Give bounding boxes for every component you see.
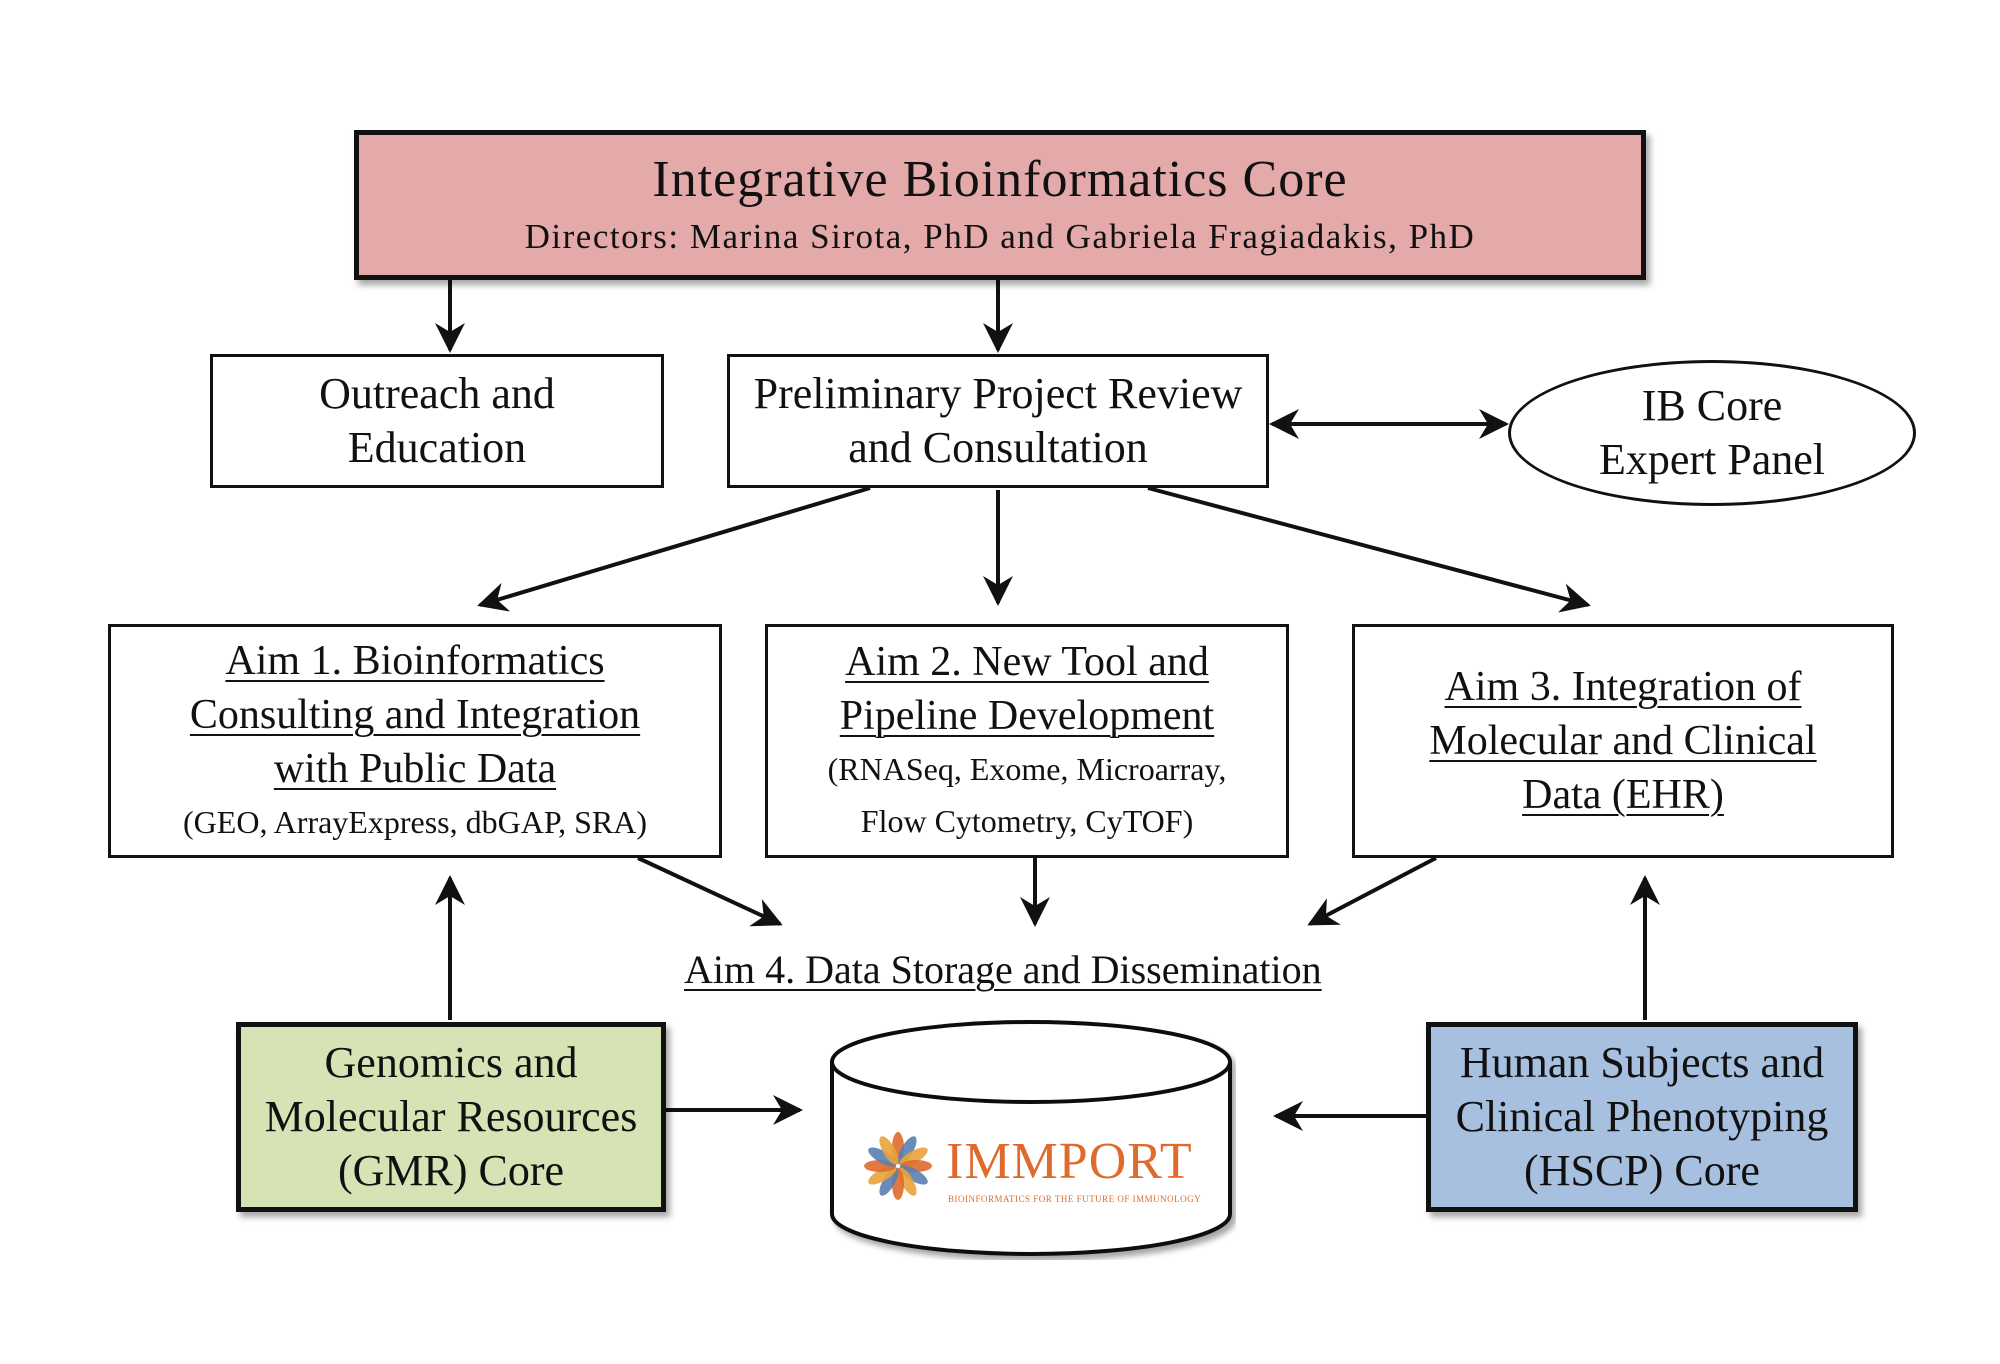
aim3-line-2: Molecular and Clinical [1429,718,1817,764]
expert-panel-ellipse: IB Core Expert Panel [1508,360,1916,506]
aim2-detail-2: Flow Cytometry, CyTOF) [860,803,1194,839]
gmr-line-2: Molecular Resources [264,1092,638,1141]
immport-logo-icon [864,1132,932,1200]
arrow-review-to-aim3 [1147,486,1591,613]
expert-panel-line-2: Expert Panel [1598,435,1826,484]
arrow-review-to-aim1 [477,486,871,612]
aim2-line-1: Aim 2. New Tool and [845,639,1209,685]
project-review-box: Preliminary Project Review and Consultat… [727,354,1269,488]
hscp-line-1: Human Subjects and [1459,1038,1825,1087]
hscp-line-2: Clinical Phenotyping [1455,1092,1829,1141]
aim3-box: Aim 3. Integration of Molecular and Clin… [1352,624,1894,858]
gmr-line-3: (GMR) Core [337,1146,565,1195]
outreach-line-1: Outreach and [319,369,555,418]
immport-logo-tagline: BIOINFORMATICS FOR THE FUTURE OF IMMUNOL… [948,1194,1202,1204]
aim1-line-2: Consulting and Integration [189,692,641,738]
aim2-line-2: Pipeline Development [839,693,1215,739]
outreach-line-2: Education [347,423,527,472]
directors-line: Directors: Marina Sirota, PhD and Gabrie… [524,217,1476,256]
hscp-line-3: (HSCP) Core [1524,1146,1760,1195]
expert-panel-line-1: IB Core [1641,381,1783,430]
core-title: Integrative Bioinformatics Core [652,151,1348,208]
hscp-core-box: Human Subjects and Clinical Phenotyping … [1426,1022,1858,1212]
aim1-line-1: Aim 1. Bioinformatics [225,638,605,684]
aim2-detail-1: (RNASeq, Exome, Microarray, [827,751,1227,787]
aim2-box: Aim 2. New Tool and Pipeline Development… [765,624,1289,858]
aim1-box: Aim 1. Bioinformatics Consulting and Int… [108,624,722,858]
immport-logo-text: IMMPORT [946,1133,1193,1190]
aim3-line-1: Aim 3. Integration of [1444,664,1802,710]
aim1-detail: (GEO, ArrayExpress, dbGAP, SRA) [183,804,647,840]
aim3-line-3: Data (EHR) [1522,772,1724,818]
immport-database-cylinder [830,1020,1232,1256]
logo-petal [897,1136,917,1165]
aim1-line-3: with Public Data [273,746,557,792]
outreach-education-box: Outreach and Education [210,354,664,488]
logo-petal [879,1167,899,1196]
review-line-2: and Consultation [848,423,1148,472]
gmr-line-1: Genomics and [324,1038,578,1087]
logo-petal [868,1147,897,1167]
aim4-label: Aim 4. Data Storage and Dissemination [684,947,1322,992]
logo-petal [899,1165,928,1185]
logo-petal [879,1136,899,1165]
arrow-aim1-to-aim4 [637,856,783,927]
director-box: Integrative Bioinformatics Core Director… [354,130,1646,280]
review-line-1: Preliminary Project Review [753,369,1243,418]
arrow-aim3-to-aim4 [1307,856,1437,926]
gmr-core-box: Genomics and Molecular Resources (GMR) C… [236,1022,666,1212]
